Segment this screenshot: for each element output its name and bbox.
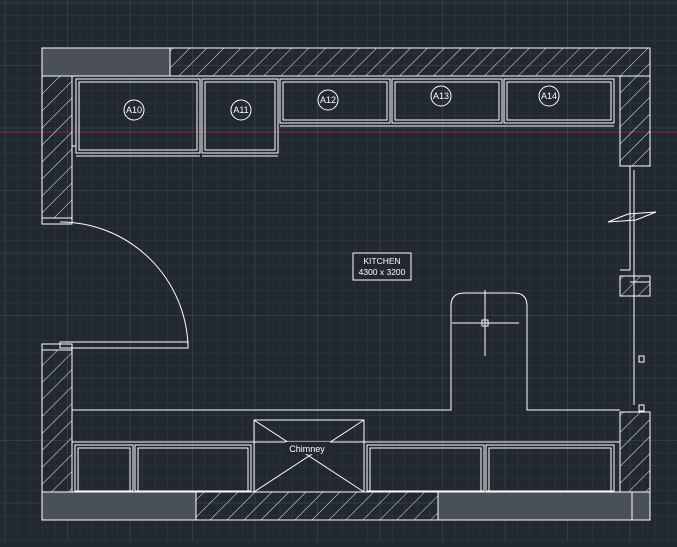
- room-size: 4300 x 3200: [359, 267, 406, 277]
- window-break-symbol: [607, 211, 657, 223]
- chimney-cross: [253, 419, 365, 493]
- base-cabinet[interactable]: [134, 444, 252, 492]
- chimney-hood: [253, 419, 365, 493]
- cabinet-label-circle: [430, 85, 452, 107]
- left-wall-lower: [41, 349, 73, 493]
- room-label-box: [352, 252, 412, 281]
- left-wall-upper: [41, 75, 73, 219]
- door-leaf: [59, 341, 189, 349]
- chimney-label-bg: [286, 442, 330, 454]
- door-jamb-top: [41, 217, 73, 225]
- cabinet-a14[interactable]: A14: [503, 78, 615, 124]
- window-latch-bottom: [638, 404, 645, 412]
- cabinet-label-circle: [230, 99, 252, 121]
- lower-cabinets: Chimney: [74, 419, 615, 493]
- cabinet-label-circle: [123, 99, 145, 121]
- window-frame-lower: [619, 275, 651, 297]
- cabinet-label-a14: A14: [541, 91, 557, 101]
- cabinet-label-circle: [317, 89, 339, 111]
- base-counter: [72, 292, 620, 443]
- bottom-wall-corner: [631, 491, 651, 521]
- door-jamb-bottom: [41, 343, 73, 351]
- bottom-wall-solid-right: [437, 491, 633, 521]
- cabinet-label-circle: [538, 85, 560, 107]
- window: [607, 165, 657, 412]
- top-wall-hatched: [169, 47, 651, 77]
- crosshair-cursor-icon: [452, 290, 519, 356]
- top-wall-solid-left: [41, 47, 171, 77]
- window-latch-top: [638, 355, 645, 363]
- cabinet-label-a11: A11: [233, 105, 248, 115]
- cabinet-label-a13: A13: [433, 91, 449, 101]
- cabinet-a11[interactable]: A11: [201, 78, 279, 157]
- bottom-wall-hatched: [195, 491, 439, 521]
- door-swing-arc: [59, 221, 189, 347]
- cabinet-a13[interactable]: A13: [391, 78, 503, 124]
- right-wall-lower: [619, 411, 651, 493]
- walls: [41, 47, 651, 521]
- cabinet-a10[interactable]: A10: [75, 78, 201, 157]
- bottom-wall-solid-left: [41, 491, 197, 521]
- right-wall-upper: [619, 75, 651, 167]
- cabinet-label-a10: A10: [126, 105, 142, 115]
- room-label[interactable]: KITCHEN 4300 x 3200: [352, 252, 412, 281]
- base-cabinet[interactable]: [366, 444, 485, 492]
- chimney[interactable]: Chimney: [253, 419, 365, 493]
- cabinet-a12[interactable]: A12: [279, 78, 391, 124]
- door: [41, 217, 189, 351]
- base-cabinet[interactable]: [74, 444, 134, 492]
- room-name: KITCHEN: [363, 256, 400, 266]
- chimney-label: Chimney: [289, 444, 325, 454]
- base-cabinet[interactable]: [485, 444, 615, 492]
- counter-peninsula-outline: [72, 292, 620, 411]
- cabinet-label-a12: A12: [320, 95, 336, 105]
- upper-cabinets: A10 A11 A12 A13 A14: [72, 78, 615, 157]
